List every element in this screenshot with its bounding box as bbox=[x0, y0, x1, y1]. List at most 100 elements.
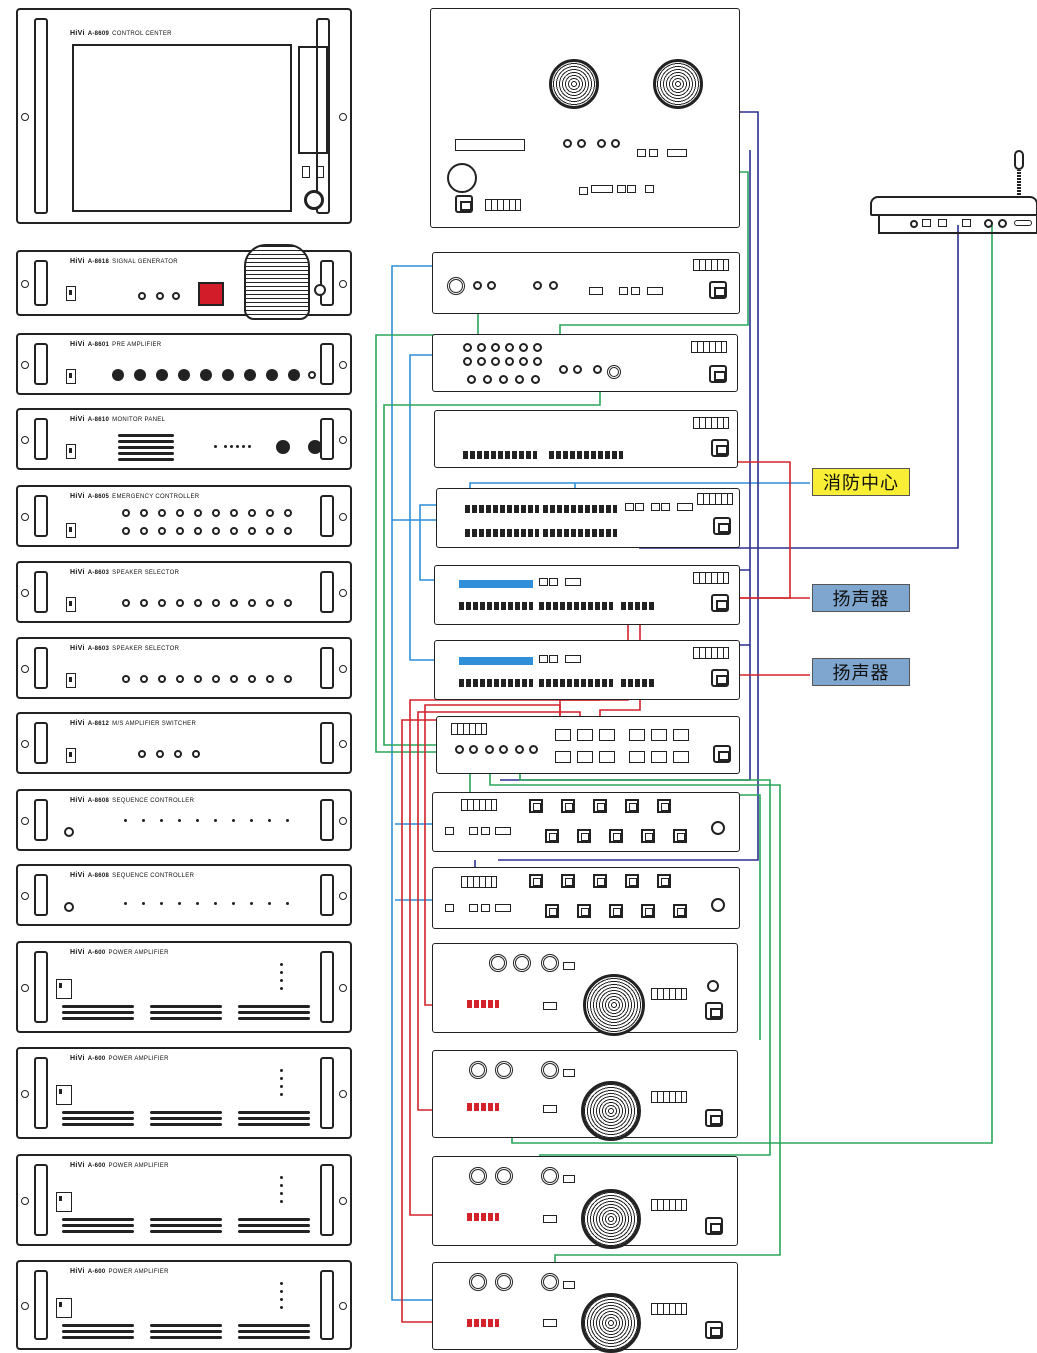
input-jack-icon[interactable] bbox=[308, 371, 316, 379]
terminal-block-icon[interactable] bbox=[563, 962, 575, 970]
xlr-jack-icon[interactable] bbox=[513, 954, 531, 972]
audio-jack-icon[interactable] bbox=[519, 357, 528, 366]
terminal-block-icon[interactable] bbox=[445, 904, 454, 912]
ac-outlet-icon[interactable] bbox=[625, 799, 639, 813]
mic-jack-icon[interactable] bbox=[314, 284, 326, 296]
selector-knob-icon[interactable] bbox=[308, 440, 322, 454]
power-switch-icon[interactable] bbox=[56, 1085, 72, 1105]
rj45-port-icon[interactable] bbox=[962, 219, 971, 227]
zone-button[interactable] bbox=[212, 599, 220, 607]
audio-jack-icon[interactable] bbox=[597, 139, 606, 148]
audio-jack-icon[interactable] bbox=[473, 281, 482, 290]
xlr-jack-icon[interactable] bbox=[607, 365, 621, 379]
power-switch-icon[interactable] bbox=[66, 286, 76, 301]
zone-button[interactable] bbox=[140, 675, 148, 683]
zone-button[interactable] bbox=[266, 675, 274, 683]
channel-button[interactable] bbox=[174, 750, 182, 758]
zone-button[interactable] bbox=[266, 509, 274, 517]
iec-power-inlet-icon[interactable] bbox=[713, 745, 731, 763]
relay-terminal-icon[interactable] bbox=[555, 729, 571, 741]
power-switch-icon[interactable] bbox=[66, 597, 76, 612]
zone-button[interactable] bbox=[212, 527, 220, 535]
zone-button[interactable] bbox=[230, 527, 238, 535]
xlr-jack-icon[interactable] bbox=[541, 1273, 559, 1291]
rj45-port-icon[interactable] bbox=[631, 287, 640, 295]
zone-button[interactable] bbox=[194, 509, 202, 517]
terminal-block-icon[interactable] bbox=[463, 451, 537, 459]
zone-button[interactable] bbox=[230, 599, 238, 607]
zone-button[interactable] bbox=[122, 527, 130, 535]
zone-button[interactable] bbox=[212, 675, 220, 683]
zone-button[interactable] bbox=[158, 509, 166, 517]
zone-button[interactable] bbox=[176, 675, 184, 683]
ac-outlet-icon[interactable] bbox=[609, 829, 623, 843]
power-button-icon[interactable] bbox=[910, 220, 918, 228]
zone-button[interactable] bbox=[284, 599, 292, 607]
channel-button[interactable] bbox=[156, 750, 164, 758]
zone-button[interactable] bbox=[230, 509, 238, 517]
output-switch-icon[interactable] bbox=[543, 1215, 557, 1223]
audio-jack-icon[interactable] bbox=[549, 281, 558, 290]
terminal-block-icon[interactable] bbox=[621, 679, 655, 687]
output-switch-icon[interactable] bbox=[543, 1002, 557, 1010]
dc-inlet-icon[interactable] bbox=[1014, 220, 1032, 226]
usb-port-icon[interactable] bbox=[617, 185, 626, 193]
channel-button[interactable] bbox=[192, 750, 200, 758]
speaker-output-terminal-icon[interactable] bbox=[467, 1319, 499, 1327]
rj45-port-icon[interactable] bbox=[637, 149, 646, 157]
rj45-port-icon[interactable] bbox=[481, 827, 490, 835]
zone-button[interactable] bbox=[176, 599, 184, 607]
zone-button[interactable] bbox=[266, 599, 274, 607]
zone-button[interactable] bbox=[158, 599, 166, 607]
relay-terminal-icon[interactable] bbox=[673, 751, 689, 763]
audio-jack-icon[interactable] bbox=[515, 375, 524, 384]
rj45-port-icon[interactable] bbox=[651, 503, 660, 511]
knob-icon[interactable] bbox=[112, 369, 124, 381]
terminal-block-icon[interactable] bbox=[563, 1069, 575, 1077]
iec-power-inlet-icon[interactable] bbox=[711, 439, 729, 457]
rj45-port-icon[interactable] bbox=[549, 655, 558, 663]
zone-button[interactable] bbox=[122, 509, 130, 517]
output-switch-icon[interactable] bbox=[543, 1105, 557, 1113]
ac-outlet-icon[interactable] bbox=[529, 874, 543, 888]
iec-power-inlet-icon[interactable] bbox=[455, 195, 473, 213]
relay-terminal-icon[interactable] bbox=[629, 751, 645, 763]
terminal-block-icon[interactable] bbox=[459, 657, 533, 665]
db9-port-icon[interactable] bbox=[667, 149, 687, 157]
knob-icon[interactable] bbox=[156, 369, 168, 381]
audio-jack-icon[interactable] bbox=[477, 343, 486, 352]
xlr-jack-icon[interactable] bbox=[495, 1273, 513, 1291]
audio-jack-icon[interactable] bbox=[611, 139, 620, 148]
zone-button[interactable] bbox=[140, 599, 148, 607]
ac-outlet-icon[interactable] bbox=[625, 874, 639, 888]
knob-icon[interactable] bbox=[266, 369, 278, 381]
usb-port-icon[interactable] bbox=[579, 187, 588, 195]
zone-button[interactable] bbox=[248, 509, 256, 517]
ac-power-inlet-icon[interactable] bbox=[711, 898, 725, 912]
audio-jack-icon[interactable] bbox=[499, 375, 508, 384]
audio-jack-icon[interactable] bbox=[467, 375, 476, 384]
ac-outlet-icon[interactable] bbox=[561, 874, 575, 888]
usb-port-icon[interactable] bbox=[316, 166, 324, 178]
xlr-jack-icon[interactable] bbox=[469, 1273, 487, 1291]
iec-power-inlet-icon[interactable] bbox=[705, 1321, 723, 1339]
xlr-jack-icon[interactable] bbox=[495, 1061, 513, 1079]
knob-icon[interactable] bbox=[178, 369, 190, 381]
xlr-jack-icon[interactable] bbox=[541, 1061, 559, 1079]
power-button-icon[interactable] bbox=[64, 902, 74, 912]
audio-jack-icon[interactable] bbox=[491, 343, 500, 352]
rj45-port-icon[interactable] bbox=[481, 904, 490, 912]
terminal-block-icon[interactable] bbox=[563, 1175, 575, 1183]
audio-jack-icon[interactable] bbox=[529, 745, 538, 754]
ac-outlet-icon[interactable] bbox=[609, 904, 623, 918]
iec-power-inlet-icon[interactable] bbox=[705, 1002, 723, 1020]
xlr-jack-icon[interactable] bbox=[489, 954, 507, 972]
zone-button[interactable] bbox=[194, 599, 202, 607]
zone-button[interactable] bbox=[140, 509, 148, 517]
rj45-port-icon[interactable] bbox=[645, 185, 654, 193]
zone-button[interactable] bbox=[248, 599, 256, 607]
audio-jack-icon[interactable] bbox=[984, 219, 993, 228]
audio-jack-icon[interactable] bbox=[483, 375, 492, 384]
power-button-icon[interactable] bbox=[64, 827, 74, 837]
power-switch-icon[interactable] bbox=[66, 369, 76, 384]
